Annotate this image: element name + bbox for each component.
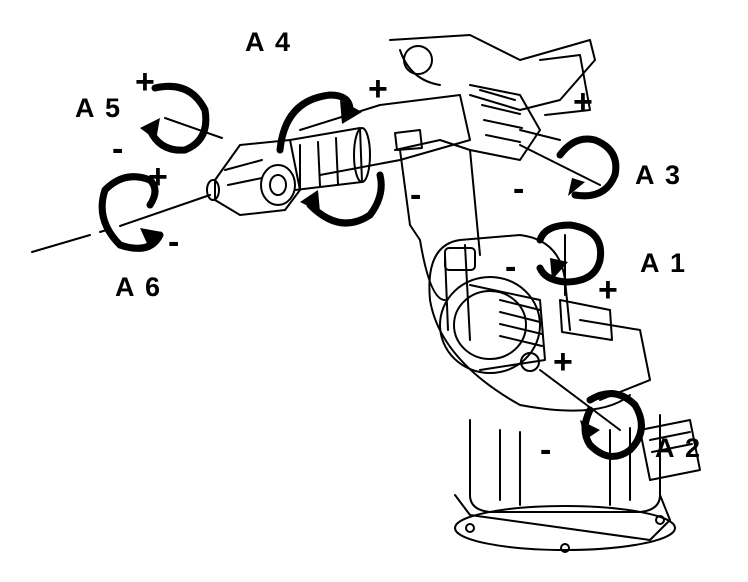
a2-minus: - — [540, 431, 552, 469]
axis-label-a2: A 2 — [655, 433, 703, 463]
a1-minus: - — [505, 248, 517, 286]
a6-rotation-arrow — [98, 173, 164, 252]
axis-label-a1: A 1 — [640, 248, 688, 278]
axis-label-a5: A 5 — [75, 93, 123, 123]
forearm — [289, 127, 371, 191]
axis-label-a4: A 4 — [245, 27, 293, 57]
a1-rotation-arrow — [536, 221, 605, 286]
axis-label-a3: A 3 — [635, 160, 683, 190]
a6-minus: - — [168, 223, 180, 261]
a5-plus: + — [135, 63, 155, 101]
a4-rotation-arrow-upper — [276, 91, 354, 154]
lower-arm — [394, 139, 481, 301]
a3-minus: - — [513, 170, 525, 208]
a4-rotation-arrow-lower — [306, 171, 385, 227]
a1-plus: + — [598, 271, 618, 309]
a6-plus: + — [148, 158, 168, 196]
a2-plus: + — [553, 343, 573, 381]
a4-plus: + — [368, 70, 388, 108]
a2-motor — [439, 276, 546, 374]
a4-minus: - — [410, 176, 422, 214]
a3-plus: + — [573, 83, 593, 121]
a5-minus: - — [112, 130, 124, 168]
axis-label-a6: A 6 — [115, 272, 163, 302]
a5-rotation-arrow — [146, 82, 210, 154]
upper-arm — [299, 34, 596, 176]
robot-base — [454, 414, 701, 553]
a3-rotation-arrow — [556, 135, 620, 200]
wrist — [206, 139, 301, 216]
